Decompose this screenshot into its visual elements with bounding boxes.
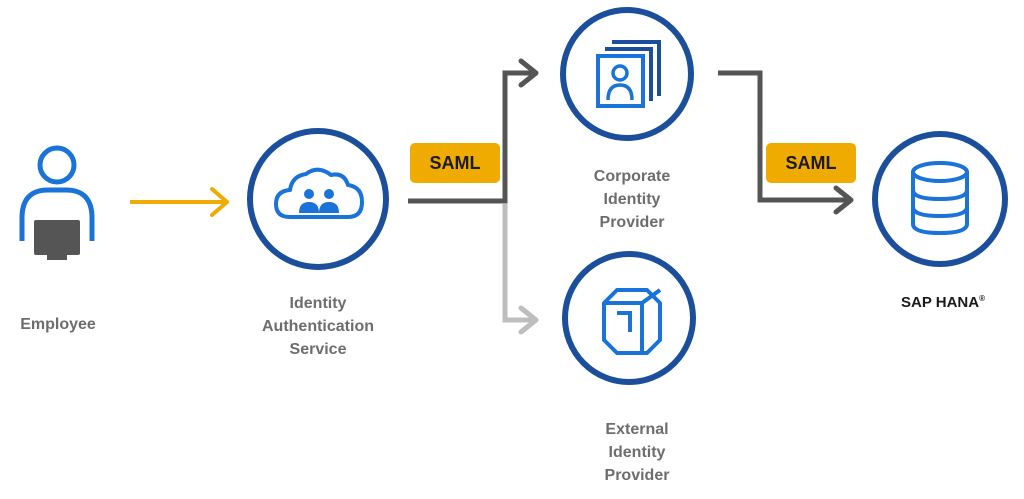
external-idp-node — [562, 251, 696, 385]
ias-node — [247, 128, 389, 270]
ias-label-line-1: Identity — [289, 295, 347, 312]
ias-to-corporate-arrow — [408, 58, 539, 204]
saml-badge-left: SAML — [410, 143, 500, 183]
corporate-idp-label: Corporate Identity Provider — [552, 165, 712, 234]
saml-badge-right: SAML — [766, 143, 856, 183]
corporate-idp-node — [560, 7, 694, 141]
ias-to-external-arrow — [502, 204, 539, 335]
cube-icon — [602, 288, 662, 355]
external-idp-label: External Identity Provider — [557, 418, 717, 487]
external-idp-label-line-2: Identity — [608, 444, 666, 461]
user-directory-icon — [596, 40, 661, 108]
external-idp-label-line-3: Provider — [604, 467, 670, 484]
sap-hana-label-text: SAP HANA — [901, 294, 980, 311]
ias-label-line-3: Service — [289, 341, 347, 358]
corporate-idp-label-line-2: Identity — [603, 191, 661, 208]
database-icon — [911, 161, 969, 236]
corporate-idp-label-line-1: Corporate — [593, 168, 671, 185]
corporate-to-hana-arrow — [718, 70, 854, 215]
sap-hana-node — [872, 131, 1008, 267]
external-idp-label-line-1: External — [605, 421, 669, 438]
ias-label-line-2: Authentication — [262, 318, 374, 335]
sap-hana-label: SAP HANA® — [868, 287, 1018, 314]
employee-to-ias-arrow — [130, 187, 229, 217]
ias-label: Identity Authentication Service — [228, 292, 408, 361]
person-with-laptop-icon — [19, 145, 95, 260]
corporate-idp-label-line-3: Provider — [599, 214, 665, 231]
cloud-users-icon — [274, 167, 364, 219]
sap-hana-registered-mark: ® — [979, 294, 985, 303]
employee-label: Employee — [20, 316, 96, 333]
